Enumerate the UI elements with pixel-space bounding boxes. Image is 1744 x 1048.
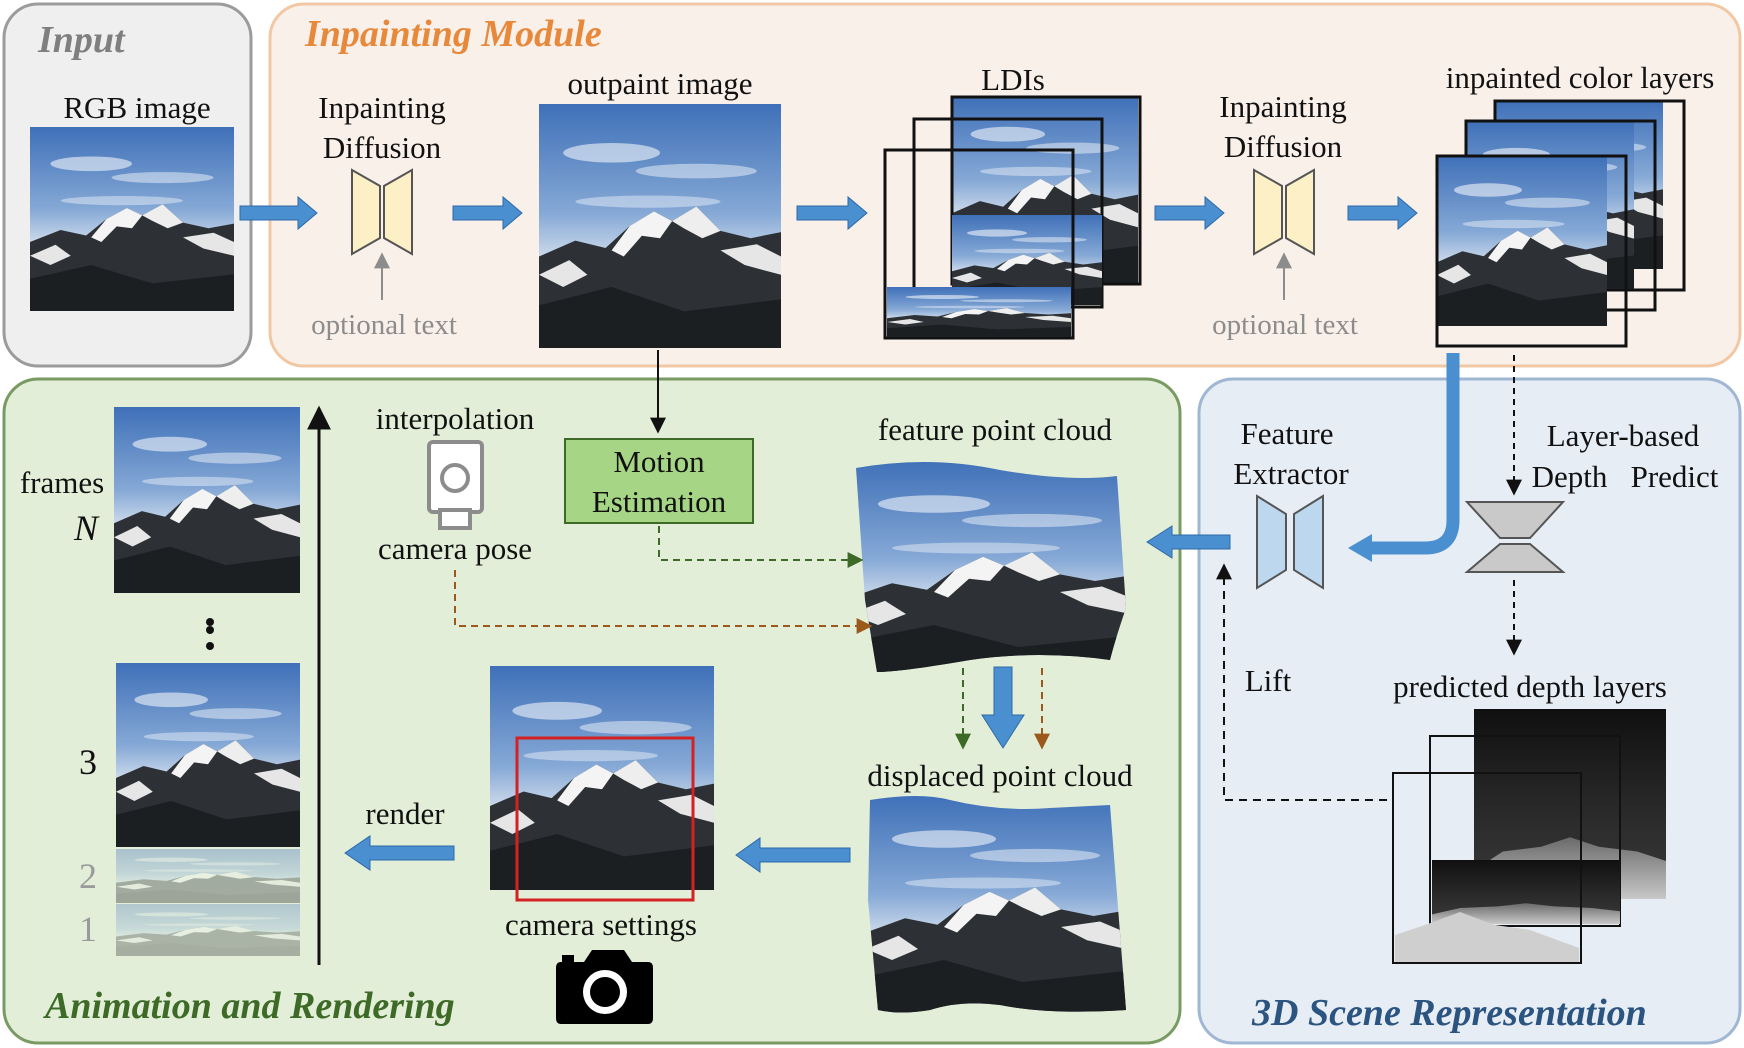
inpainting-diffusion-1-label-line1: Inpainting bbox=[318, 90, 445, 125]
input-panel-title: Input bbox=[37, 19, 126, 61]
flow-arrow bbox=[1154, 195, 1225, 231]
displaced-point-cloud-label: displaced point cloud bbox=[867, 758, 1133, 793]
inpainting-diffusion-2-label-line2: Diffusion bbox=[1224, 129, 1343, 164]
layer-depth-label-line1: Layer-based bbox=[1547, 418, 1700, 453]
flow-arrow bbox=[452, 195, 523, 231]
camera-icon bbox=[556, 950, 653, 1024]
pose-arrow bbox=[454, 570, 873, 634]
rgb-image bbox=[30, 127, 234, 311]
flow-arrow bbox=[1146, 525, 1231, 559]
motion-estimation-label-line1: Motion bbox=[613, 444, 705, 479]
motion-estimation-label-line2: Estimation bbox=[592, 484, 727, 519]
predicted-depth-layers-label: predicted depth layers bbox=[1393, 669, 1667, 704]
inpainting-diffusion-1-label-line2: Diffusion bbox=[323, 130, 442, 165]
frame-2-label: 2 bbox=[79, 856, 97, 896]
flow-arrow bbox=[981, 666, 1025, 749]
camera-settings-label: camera settings bbox=[505, 907, 697, 942]
frame-1-label: 1 bbox=[79, 909, 97, 949]
ldi-stack bbox=[883, 95, 1142, 340]
flow-arrow bbox=[344, 835, 455, 871]
depth-predictor-icon bbox=[1464, 501, 1566, 573]
camera-pose-icon bbox=[427, 440, 484, 530]
flow-arrow bbox=[735, 837, 851, 873]
feature-point-cloud-label: feature point cloud bbox=[878, 412, 1113, 447]
frame-3-label: 3 bbox=[79, 742, 97, 782]
ldis-label: LDIs bbox=[981, 62, 1045, 97]
animation-panel-title: Animation and Rendering bbox=[43, 985, 455, 1027]
feature-extractor-label-line2: Extractor bbox=[1233, 456, 1349, 491]
camera-view-box bbox=[515, 736, 695, 902]
render-label: render bbox=[365, 796, 445, 831]
inpainting-panel-title: Inpainting Module bbox=[304, 13, 602, 55]
inpainted-color-layers-stack bbox=[1435, 99, 1686, 348]
motion-arrow bbox=[658, 526, 864, 568]
scene-panel-title: 3D Scene Representation bbox=[1251, 992, 1647, 1034]
flow-arrow-head bbox=[1348, 534, 1372, 562]
rgb-image-label: RGB image bbox=[63, 90, 210, 125]
displaced-point-cloud bbox=[868, 796, 1126, 1013]
flow-arrow bbox=[1347, 195, 1418, 231]
flow-arrow bbox=[239, 195, 318, 231]
diffusion-encoder-icon bbox=[1253, 168, 1315, 256]
lift-label: Lift bbox=[1245, 663, 1292, 698]
predicted-depth-layers-stack bbox=[1392, 709, 1666, 964]
inpainting-diffusion-2-label-line1: Inpainting bbox=[1219, 89, 1346, 124]
inpainted-color-layers-label: inpainted color layers bbox=[1446, 60, 1715, 95]
frames-label: frames bbox=[20, 465, 104, 500]
feature-extractor-icon bbox=[1256, 494, 1324, 590]
optional-text-2: optional text bbox=[1212, 309, 1358, 341]
ellipsis-dots bbox=[206, 618, 214, 650]
frame-n-label: N bbox=[73, 508, 100, 548]
flow-arrow bbox=[1370, 353, 1460, 555]
optional-text-1: optional text bbox=[311, 309, 457, 341]
outpaint-image-label: outpaint image bbox=[567, 66, 752, 101]
frame-3-image bbox=[116, 663, 300, 847]
outpaint-image bbox=[539, 104, 781, 348]
flow-arrow bbox=[796, 195, 868, 231]
feature-point-cloud bbox=[856, 461, 1126, 672]
diffusion-encoder-icon bbox=[351, 168, 413, 256]
frame-2-image bbox=[116, 849, 300, 903]
layer-depth-label-line2: Depth Predict bbox=[1532, 459, 1719, 494]
camera-pose-label: camera pose bbox=[378, 531, 532, 566]
frame-1-image bbox=[116, 904, 300, 956]
frame-n-image bbox=[114, 407, 300, 593]
camera-settings-image bbox=[490, 666, 714, 890]
feature-extractor-label-line1: Feature bbox=[1241, 416, 1334, 451]
interpolation-label: interpolation bbox=[376, 401, 535, 436]
motion-estimation-box bbox=[564, 438, 754, 524]
